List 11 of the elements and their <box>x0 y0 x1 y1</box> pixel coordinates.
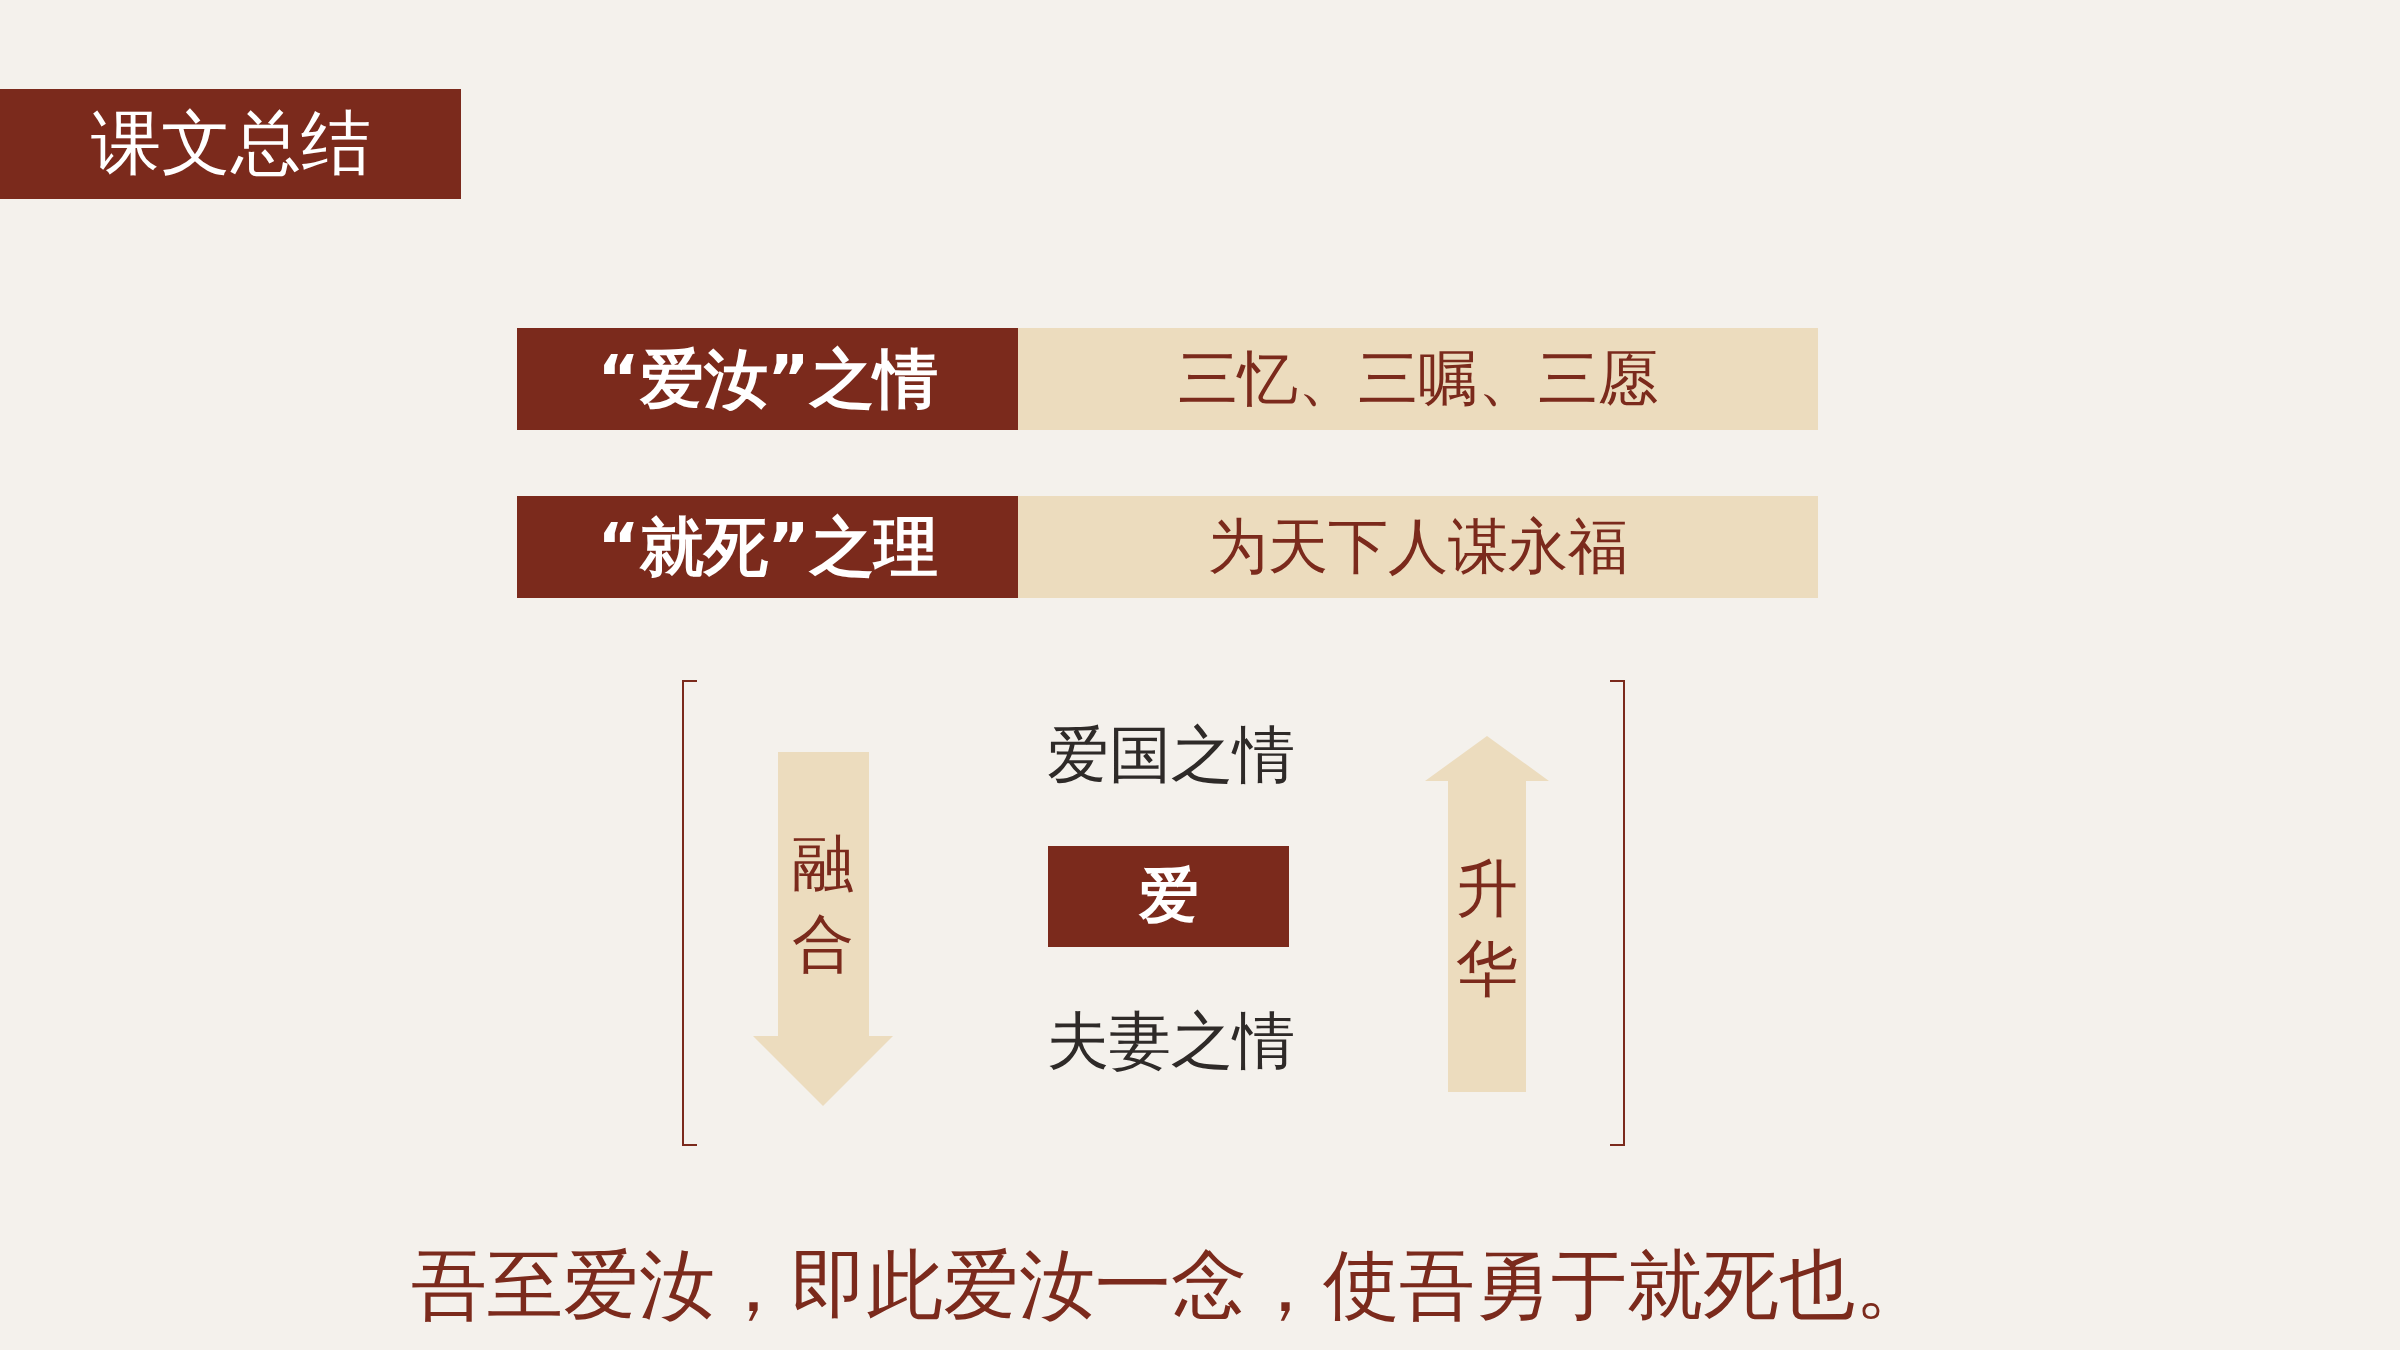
heading-box: “就死”之理 <box>517 496 1018 598</box>
caption-text: 吾至爱汝，即此爱汝一念，使吾勇于就死也。 <box>411 1238 1931 1331</box>
center-box: 爱 <box>1048 846 1289 947</box>
down-arrow: 融合 <box>753 752 893 1106</box>
content-box: 为天下人谋永福 <box>1018 496 1818 598</box>
label-text: 夫妻之情 <box>1047 1003 1295 1079</box>
content-box: 三忆、三嘱、三愿 <box>1018 328 1818 430</box>
label-text: 爱国之情 <box>1047 717 1295 793</box>
up-arrow: 升华 <box>1425 736 1549 1092</box>
heading-box: “爱汝”之情 <box>517 328 1018 430</box>
title-banner: 课文总结 <box>0 89 461 199</box>
